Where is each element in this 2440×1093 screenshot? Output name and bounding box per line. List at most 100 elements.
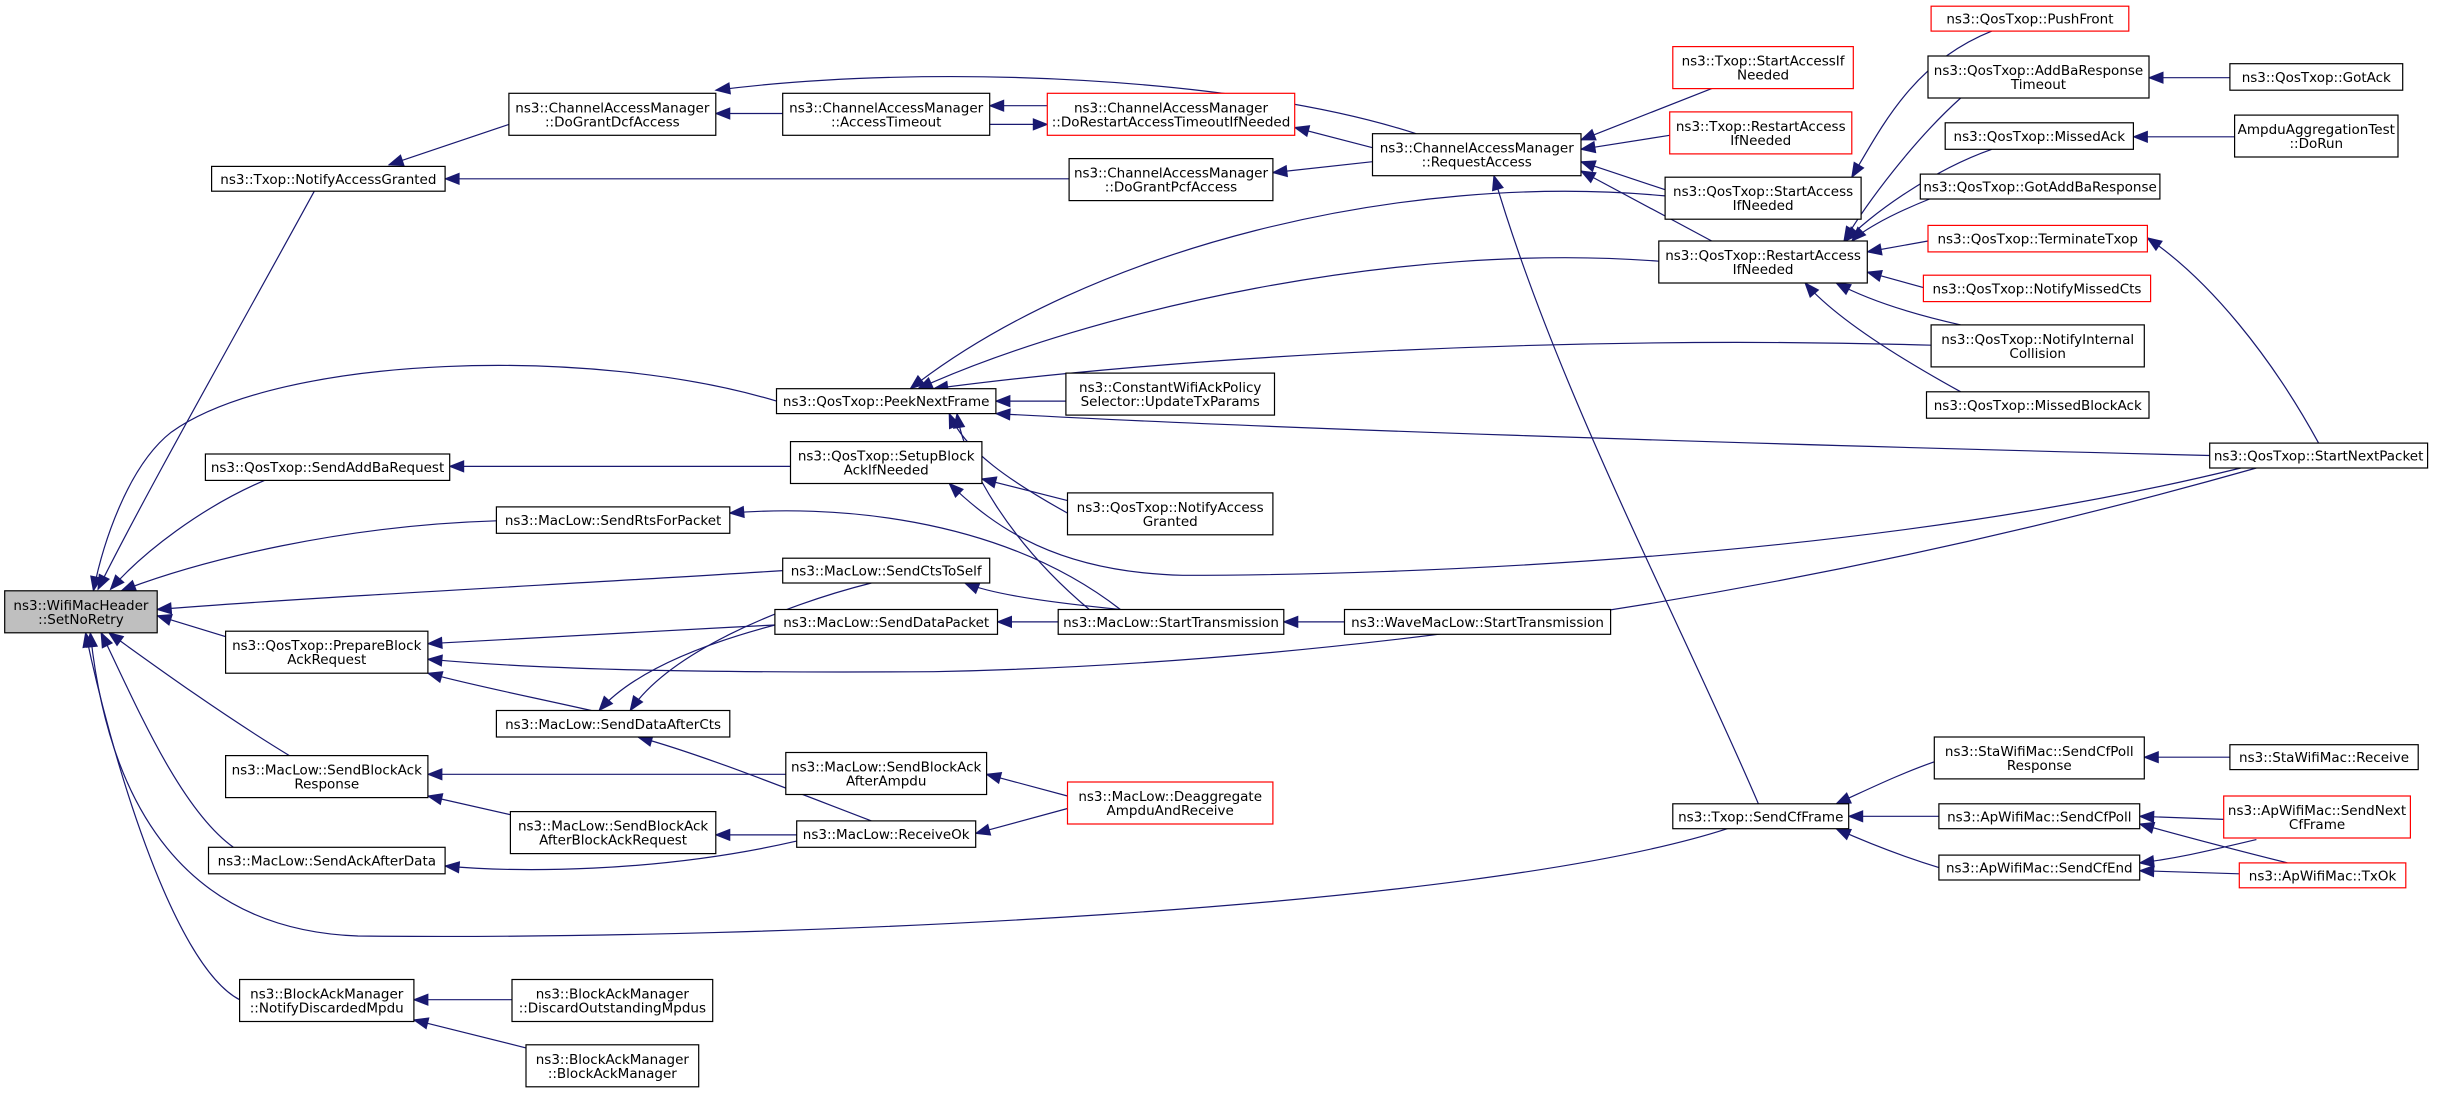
- node-label-line: ns3::QosTxop::StartAccess: [1673, 184, 1853, 200]
- node-gotack[interactable]: ns3::QosTxop::GotAck: [2229, 63, 2404, 91]
- node-label-line: IfNeeded: [1730, 133, 1791, 149]
- edge-arrowhead: [90, 575, 103, 593]
- node-box: [1933, 736, 2145, 780]
- node-startnextpacket[interactable]: ns3::QosTxop::StartNextPacket: [2209, 442, 2429, 469]
- edge-arrowhead: [974, 823, 992, 836]
- edge-sendaddbarequest-to-setnoretry: [109, 479, 265, 591]
- node-senddataaftercts[interactable]: ns3::MacLow::SendDataAfterCts: [495, 709, 731, 738]
- node-qosnotifyaccess[interactable]: ns3::QosTxop::NotifyAccessGranted: [1066, 492, 1274, 536]
- node-label-line: ns3::ApWifiMac::TxOk: [2249, 868, 2397, 884]
- node-box: [1938, 854, 2141, 881]
- node-sendaddbarequest[interactable]: ns3::QosTxop::SendAddBaRequest: [204, 453, 451, 481]
- node-box: [796, 820, 977, 848]
- node-label-line: ns3::ChannelAccessManager: [1380, 141, 1575, 157]
- node-box: [495, 709, 731, 738]
- node-sendackafterdata[interactable]: ns3::MacLow::SendAckAfterData: [207, 846, 446, 875]
- node-pushfront[interactable]: ns3::QosTxop::PushFront: [1930, 5, 2130, 32]
- edge-sendctstoself-to-senddataaftercts: [629, 582, 872, 712]
- edge-arrowhead: [1844, 226, 1861, 243]
- edge-arrowhead: [448, 460, 465, 473]
- edge-arrowhead: [1032, 118, 1049, 131]
- edge-arrowhead: [155, 613, 173, 626]
- edge-startnextpacket-to-preparebar: [426, 467, 2257, 673]
- node-missedack[interactable]: ns3::QosTxop::MissedAck: [1944, 122, 2134, 150]
- node-bamctor[interactable]: ns3::BlockAckManager::BlockAckManager: [525, 1044, 700, 1088]
- node-apsendcfpoll[interactable]: ns3::ApWifiMac::SendCfPoll: [1938, 803, 2141, 830]
- node-starttransmission[interactable]: ns3::MacLow::StartTransmission: [1057, 608, 1285, 635]
- edge-arrowhead: [100, 631, 114, 649]
- edge-senddatapacket-to-senddataaftercts: [598, 624, 776, 712]
- node-sendbaafterbar[interactable]: ns3::MacLow::SendBlockAckAfterBlockAckRe…: [509, 810, 717, 855]
- edge-arrowhead: [1834, 792, 1852, 805]
- edge-arrowhead: [952, 412, 966, 429]
- node-dograntpcf[interactable]: ns3::ChannelAccessManager::DoGrantPcfAcc…: [1068, 158, 1274, 202]
- edge-line: [413, 1019, 527, 1049]
- node-ampdutest[interactable]: AmpduAggregationTest::DoRun: [2234, 114, 2399, 158]
- edge-senddatapacket-to-preparebar: [426, 624, 775, 650]
- node-sendrts[interactable]: ns3::MacLow::SendRtsForPacket: [495, 506, 731, 534]
- node-dorestart[interactable]: ns3::ChannelAccessManager::DoRestartAcce…: [1046, 92, 1296, 136]
- node-box: [1371, 133, 1582, 177]
- node-label-line: ns3::StaWifiMac::SendCfPoll: [1945, 744, 2134, 760]
- node-label-line: ns3::MacLow::SendBlockAck: [232, 763, 422, 779]
- node-dograntdcf[interactable]: ns3::ChannelAccessManager::DoGrantDcfAcc…: [508, 92, 717, 136]
- node-terminatetxop[interactable]: ns3::QosTxop::TerminateTxop: [1927, 224, 2148, 253]
- edge-gotaddbaresp-to-qosrestartaccess: [1850, 198, 1930, 242]
- node-apsendcfend[interactable]: ns3::ApWifiMac::SendCfEnd: [1938, 854, 2141, 881]
- node-notifymissedcts[interactable]: ns3::QosTxop::NotifyMissedCts: [1922, 274, 2152, 303]
- edge-arrowhead: [598, 695, 614, 712]
- node-senddatapacket[interactable]: ns3::MacLow::SendDataPacket: [774, 608, 999, 635]
- edge-discardoutstanding-to-notifydiscarded: [412, 993, 512, 1006]
- edge-senddataaftercts-to-preparebar: [426, 671, 592, 712]
- node-label-line: ns3::MacLow::SendBlockAck: [518, 819, 708, 835]
- node-box: [782, 557, 991, 584]
- node-label-line: ns3::ChannelAccessManager: [1074, 166, 1269, 182]
- node-label-line: ns3::Txop::StartAccessIf: [1682, 54, 1846, 70]
- node-constwifiack[interactable]: ns3::ConstantWifiAckPolicySelector::Upda…: [1065, 372, 1276, 416]
- node-missedblockack[interactable]: ns3::QosTxop::MissedBlockAck: [1925, 391, 2150, 419]
- edge-arrowhead: [714, 82, 731, 95]
- edge-qosrestartaccess-to-requestaccess: [1579, 170, 1712, 242]
- edge-missedblockack-to-qosrestartaccess: [1804, 281, 1961, 393]
- node-gotaddbaresp[interactable]: ns3::QosTxop::GotAddBaResponse: [1919, 173, 2161, 200]
- node-box: [1922, 274, 2152, 303]
- edge-line: [598, 624, 776, 711]
- node-stareceive[interactable]: ns3::StaWifiMac::Receive: [2229, 744, 2419, 771]
- node-requestaccess[interactable]: ns3::ChannelAccessManager::RequestAccess: [1371, 133, 1582, 177]
- edge-startnextpacket-to-peeknextframe: [994, 408, 2210, 457]
- node-box: [774, 608, 999, 635]
- node-notifydiscarded[interactable]: ns3::BlockAckManager::NotifyDiscardedMpd…: [239, 978, 415, 1023]
- node-peeknextframe[interactable]: ns3::QosTxop::PeekNextFrame: [775, 388, 997, 415]
- node-aptxok[interactable]: ns3::ApWifiMac::TxOk: [2238, 862, 2407, 889]
- node-receiveok[interactable]: ns3::MacLow::ReceiveOk: [796, 820, 977, 848]
- node-box: [782, 92, 991, 136]
- edge-arrowhead: [1579, 128, 1597, 141]
- node-accesstimeout[interactable]: ns3::ChannelAccessManager::AccessTimeout: [782, 92, 991, 136]
- node-box: [2223, 795, 2411, 839]
- node-wavestarttx[interactable]: ns3::WaveMacLow::StartTransmission: [1343, 608, 1612, 635]
- node-discardoutstanding[interactable]: ns3::BlockAckManager::DiscardOutstanding…: [511, 978, 714, 1023]
- edge-arrowhead: [2147, 71, 2164, 84]
- edge-arrowhead: [1834, 828, 1852, 841]
- node-sendcfframe[interactable]: ns3::Txop::SendCfFrame: [1672, 803, 1850, 830]
- node-notifyaccessgranted[interactable]: ns3::Txop::NotifyAccessGranted: [211, 165, 446, 192]
- node-box: [2229, 744, 2419, 771]
- node-sendctstoself[interactable]: ns3::MacLow::SendCtsToSelf: [782, 557, 991, 584]
- edge-qosrestartaccess-to-peeknextframe: [916, 257, 1659, 390]
- node-box: [4, 590, 158, 634]
- edge-ampdutest-to-missedack: [2132, 130, 2235, 144]
- edge-apsendnextcf-to-apsendcfend: [2138, 839, 2257, 868]
